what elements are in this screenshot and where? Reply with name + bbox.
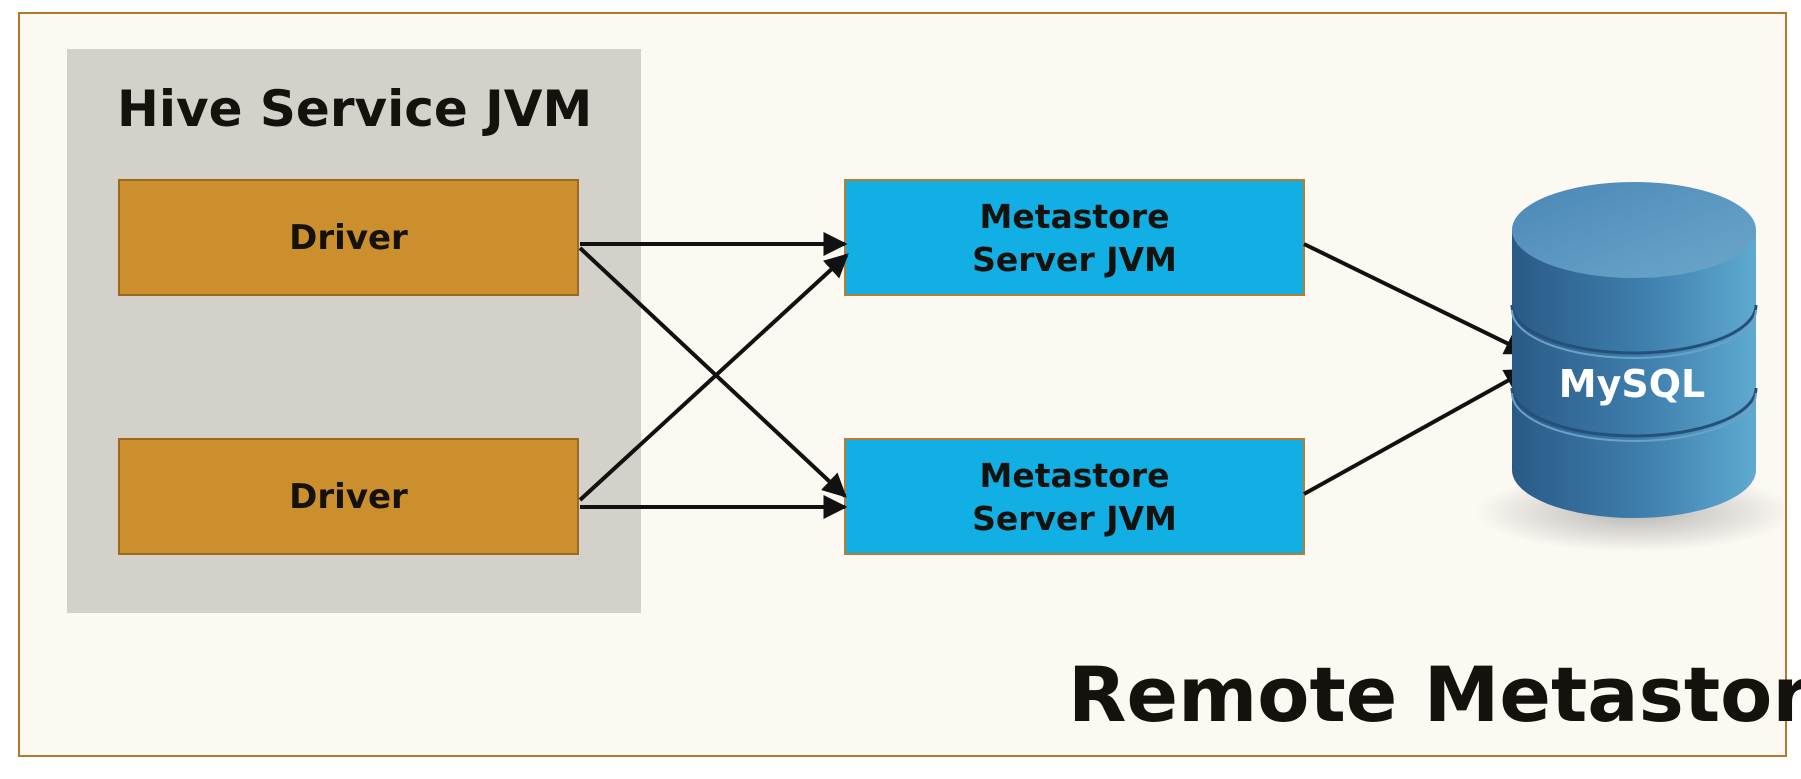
driver-box-2: Driver [118,438,579,555]
arrow-metastore1-to-mysql [1303,242,1530,355]
arrow-driver2-to-metastore1 [578,253,849,502]
remote-metastore-caption: Remote Metastore [1068,650,1801,739]
metastore-server-line2: Server JVM [972,498,1177,538]
arrow-driver1-to-metastore2 [578,246,847,498]
metastore-server-box-2: Metastore Server JVM [844,438,1305,555]
metastore-server-line1: Metastore [979,455,1170,495]
hive-service-jvm-title: Hive Service JVM [117,80,593,138]
arrow-metastore2-to-mysql [1303,368,1530,496]
driver-box-1: Driver [118,179,579,296]
metastore-server-box-1: Metastore Server JVM [844,179,1305,296]
metastore-server-line2: Server JVM [972,239,1177,279]
metastore-server-line1: Metastore [979,196,1170,236]
mysql-label: MySQL [1558,362,1706,406]
